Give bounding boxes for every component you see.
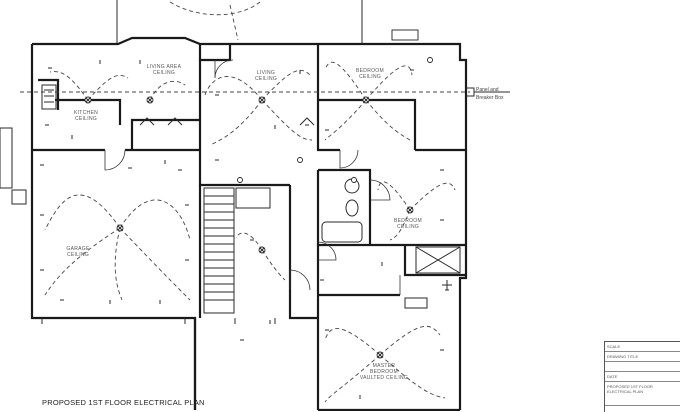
room-label-line: BEDROOM — [356, 68, 384, 74]
annotation-line: Breaker Box — [476, 95, 504, 101]
panel-circuit-line — [20, 87, 475, 97]
room-label-line: CEILING — [359, 74, 381, 80]
room-label-line: GARAGE — [66, 246, 90, 252]
room-label-line: BEDROOM — [394, 218, 422, 224]
room-label-line: CEILING — [255, 76, 277, 82]
staircase — [203, 187, 271, 314]
title-block: SCALE DRAWING TITLE DATE PROPOSED 1ST FL… — [604, 341, 680, 412]
title-block-row: DRAWING TITLE — [605, 352, 680, 362]
bath-fixtures — [321, 178, 461, 309]
room-label-line: KITCHEN — [74, 110, 98, 116]
room-label-line: CEILING — [75, 116, 97, 122]
room-label-line: LIVING AREA — [147, 64, 182, 70]
annotation-line: Panel and — [476, 87, 499, 93]
title-block-row: DATE — [605, 372, 680, 382]
exterior-panel — [0, 84, 57, 205]
room-label-line: CEILING — [153, 70, 175, 76]
door-swings — [104, 59, 401, 295]
room-label-line: VAULTED CEILING — [360, 375, 408, 381]
outlets-switches — [40, 60, 452, 399]
drawing-title: PROPOSED 1ST FLOOR ELECTRICAL PLAN — [42, 398, 205, 407]
title-block-row: SCALE — [605, 342, 680, 352]
room-label-line: CEILING — [67, 252, 89, 258]
title-block-footer-line: ELECTRICAL PLAN — [607, 389, 644, 394]
deck-outline — [116, 0, 419, 44]
room-label-line: LIVING — [257, 70, 275, 76]
interior-walls — [32, 44, 466, 410]
room-label-line: MASTER — [373, 363, 396, 369]
light-fixtures — [84, 57, 433, 359]
room-label-line: CEILING — [397, 224, 419, 230]
dimension-ticks — [41, 318, 276, 324]
wiring-runs — [44, 61, 456, 403]
exterior-walls — [30, 36, 468, 411]
room-label-line: BEDROOM — [370, 369, 398, 375]
title-block-footer-line: PROPOSED 1ST FLOOR — [607, 384, 653, 389]
title-block-footer: PROPOSED 1ST FLOOR ELECTRICAL PLAN — [605, 382, 680, 406]
title-block-row — [605, 362, 680, 372]
